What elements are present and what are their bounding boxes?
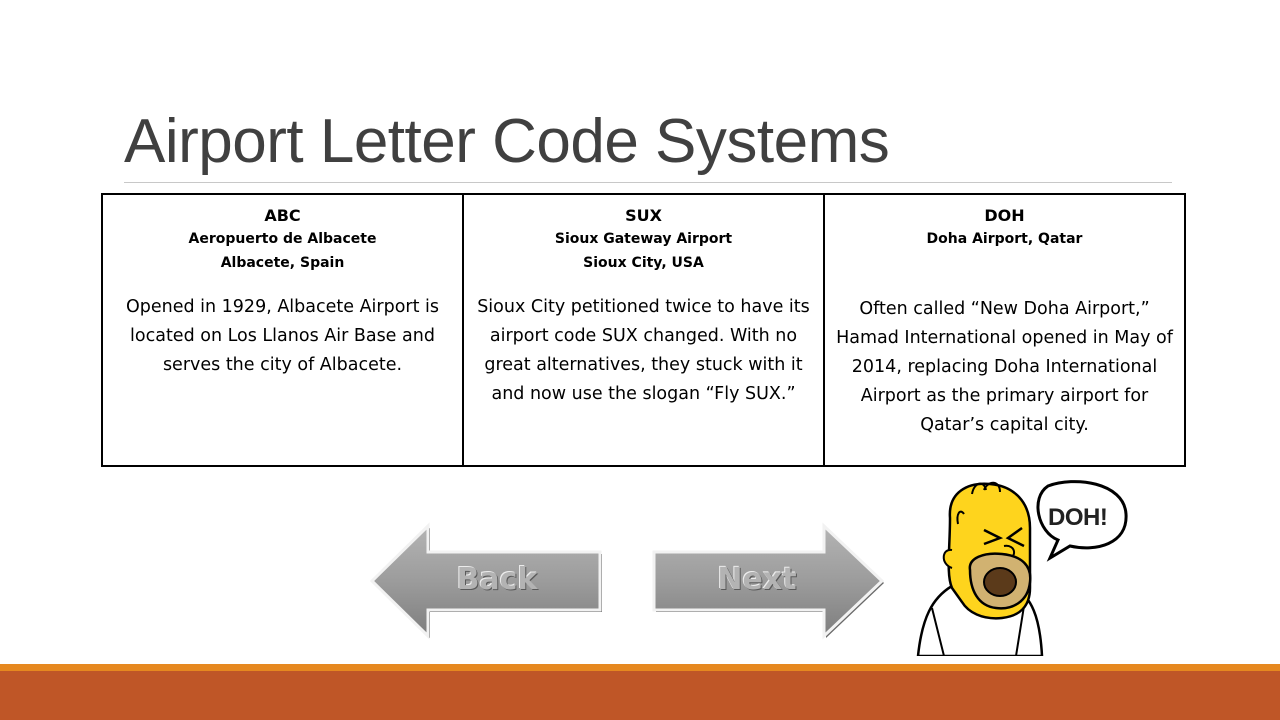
airport-description: Often called “New Doha Airport,” Hamad I… [836, 299, 1173, 435]
back-label: Back [456, 562, 538, 597]
airport-name: Aeropuerto de Albacete [188, 231, 377, 247]
homer-icon [916, 480, 1128, 658]
right-arrow-icon [652, 522, 885, 640]
airport-code-table: ABC Aeropuerto de Albacete Albacete, Spa… [101, 193, 1186, 467]
next-button[interactable]: Next [650, 520, 886, 642]
airport-cell-abc: ABC Aeropuerto de Albacete Albacete, Spa… [103, 195, 464, 465]
footer-stripe-dark [0, 671, 1280, 720]
next-label: Next [717, 562, 797, 597]
title-divider [124, 182, 1172, 183]
speech-bubble-text: DOH! [1048, 504, 1108, 531]
airport-cell-doh: DOH Doha Airport, Qatar Often called “Ne… [825, 195, 1184, 465]
airport-code: DOH [984, 206, 1025, 225]
airport-code: ABC [264, 206, 301, 225]
airport-location: Albacete, Spain [220, 255, 345, 271]
airport-code: SUX [625, 206, 662, 225]
homer-doh-illustration: DOH! [912, 478, 1132, 658]
back-button[interactable]: Back [368, 520, 604, 642]
airport-location: Sioux City, USA [583, 255, 704, 271]
footer-stripe-light [0, 664, 1280, 671]
slide-title: Airport Letter Code Systems [124, 107, 890, 176]
airport-description: Sioux City petitioned twice to have its … [477, 297, 810, 404]
airport-cell-sux: SUX Sioux Gateway Airport Sioux City, US… [464, 195, 825, 465]
airport-name: Doha Airport, Qatar [926, 231, 1083, 247]
airport-name: Sioux Gateway Airport [554, 231, 733, 247]
left-arrow-icon [369, 522, 602, 640]
airport-description: Opened in 1929, Albacete Airport is loca… [125, 297, 440, 375]
